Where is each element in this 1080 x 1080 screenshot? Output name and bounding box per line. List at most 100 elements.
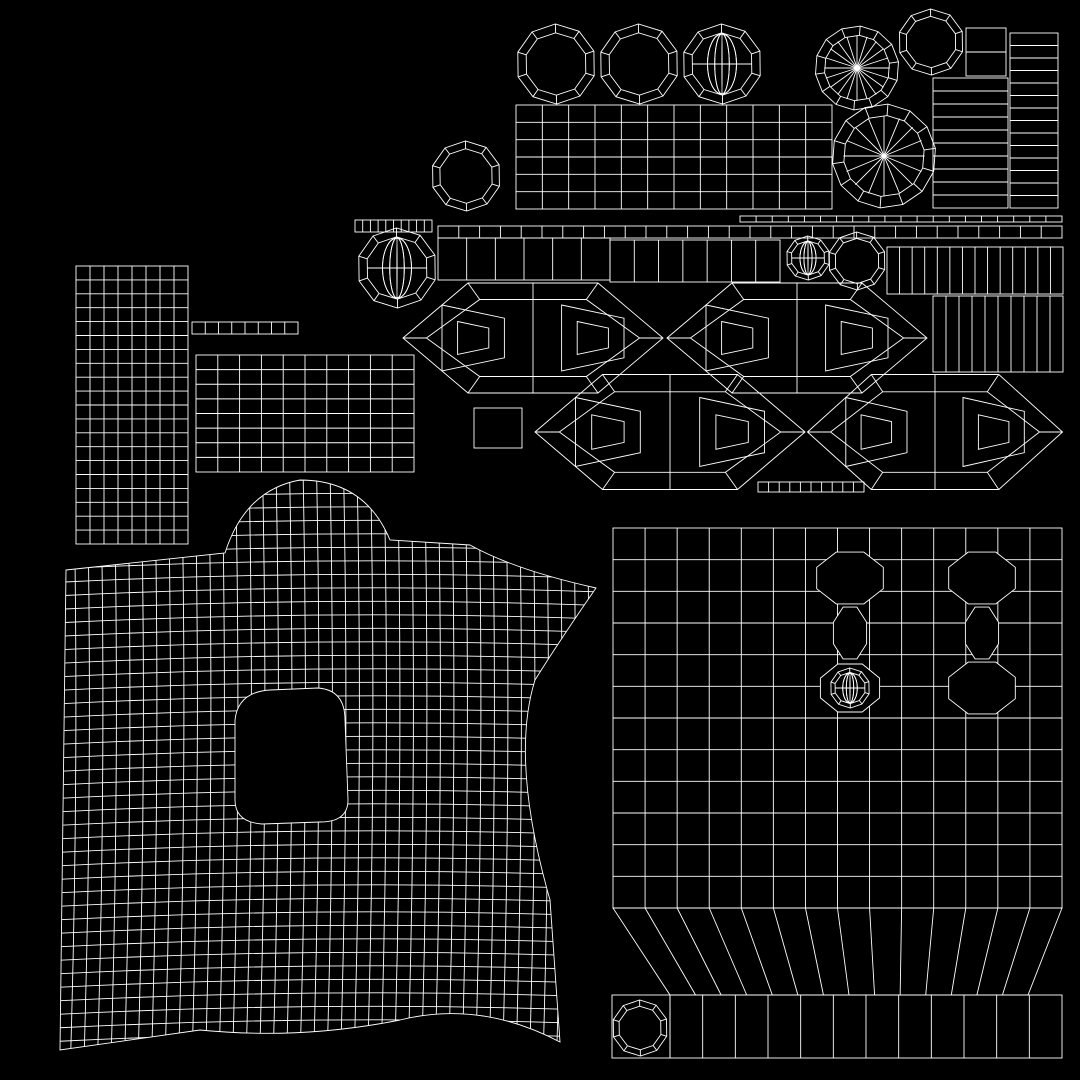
ring-edge	[839, 279, 845, 285]
ring-edge	[834, 140, 846, 145]
ring-edge	[886, 104, 889, 116]
ring-edge	[955, 30, 963, 35]
grid-line	[60, 614, 596, 624]
inset-quad	[962, 396, 1025, 468]
ring-edge	[481, 147, 487, 154]
button-hole-island	[948, 551, 1016, 605]
inset-quad-inner	[860, 414, 893, 450]
inset-quad-inner	[977, 414, 1010, 450]
ring-edge	[668, 72, 678, 77]
ring-edge	[837, 671, 842, 676]
collar-grid-island	[195, 354, 415, 473]
ring-edge	[878, 251, 885, 255]
ring-edge	[532, 89, 539, 97]
taper-line	[976, 907, 999, 996]
ring-edge	[829, 252, 836, 255]
ring-edge	[873, 31, 879, 40]
ring-edge	[426, 276, 436, 281]
tall-strip-island	[1009, 32, 1059, 209]
ring-edge	[864, 681, 870, 684]
panel-edge	[986, 472, 1000, 490]
panel-edge	[467, 282, 481, 300]
island-border	[611, 994, 671, 1059]
ring-edge	[426, 254, 436, 259]
ring-edge	[888, 77, 898, 81]
ring-edge	[613, 1034, 620, 1038]
taper-line	[869, 907, 876, 996]
ring-edge	[683, 51, 693, 56]
button-hole-island	[816, 551, 884, 605]
thin-strip	[437, 225, 1063, 239]
inner-ring	[525, 32, 587, 96]
ring-edge	[652, 1004, 657, 1011]
ring-edge	[358, 277, 368, 282]
spoke	[846, 140, 885, 157]
ring-edge	[358, 255, 368, 260]
spoke	[868, 118, 885, 157]
taper-line	[740, 907, 773, 996]
grid-line	[434, 480, 441, 1050]
spoke	[883, 155, 900, 194]
ring-edge	[898, 193, 904, 205]
ring-edge	[751, 50, 761, 55]
ring-edge	[955, 49, 963, 53]
ring-edge	[787, 263, 792, 266]
spoke	[883, 140, 922, 157]
ring-edge	[481, 197, 488, 205]
grid-line	[60, 992, 596, 1002]
panel-strip	[609, 239, 781, 283]
ring-edge	[657, 88, 664, 97]
ring-edge	[870, 278, 875, 285]
ring-edge	[899, 49, 907, 54]
ring-edge	[880, 89, 889, 97]
ring-edge	[824, 250, 829, 253]
ring-edge	[817, 239, 822, 245]
ring-edge	[822, 86, 831, 93]
ring-edge	[853, 100, 855, 110]
spoke	[856, 67, 889, 79]
spoke	[855, 155, 885, 185]
panel-edge	[724, 471, 738, 490]
thin-strip	[354, 219, 433, 233]
striped-island	[932, 77, 1009, 209]
panel-strip	[886, 246, 1064, 295]
spoke	[856, 67, 868, 100]
ring-edge	[864, 692, 870, 695]
panel-edge	[849, 282, 863, 300]
inset-quad	[561, 304, 625, 372]
thin-strip	[757, 481, 865, 493]
spoke	[856, 41, 877, 69]
ring-edge	[879, 196, 882, 208]
spoke	[883, 118, 900, 157]
spoke	[846, 67, 858, 100]
circular-uv-island	[828, 231, 886, 291]
inner-ring	[608, 32, 670, 96]
bottom-corner-cell	[611, 994, 671, 1059]
ring-edge	[574, 88, 581, 97]
circular-uv-island	[899, 8, 963, 76]
ring-edge	[913, 183, 923, 192]
grid-line	[60, 654, 596, 664]
sleeve-grid-island	[75, 265, 189, 545]
panel-edge	[467, 376, 481, 394]
panel-edge	[585, 282, 599, 300]
spoke	[825, 57, 858, 69]
panel-edge	[870, 472, 884, 490]
spoke	[830, 48, 858, 69]
grid-line	[60, 884, 596, 894]
taper-line	[644, 907, 696, 996]
grid-line	[60, 911, 596, 921]
ring-edge	[910, 15, 916, 22]
circular-uv-island	[517, 23, 595, 105]
small-box-island	[965, 27, 1007, 77]
ring-edge	[840, 178, 851, 186]
ring-edge	[491, 183, 500, 187]
ring-edge	[838, 700, 842, 705]
ring-edge	[794, 240, 799, 245]
spoke	[883, 155, 922, 172]
spoke	[856, 57, 889, 69]
taper-line	[708, 907, 748, 996]
spoke	[883, 155, 913, 185]
panel-edge	[986, 374, 1000, 392]
